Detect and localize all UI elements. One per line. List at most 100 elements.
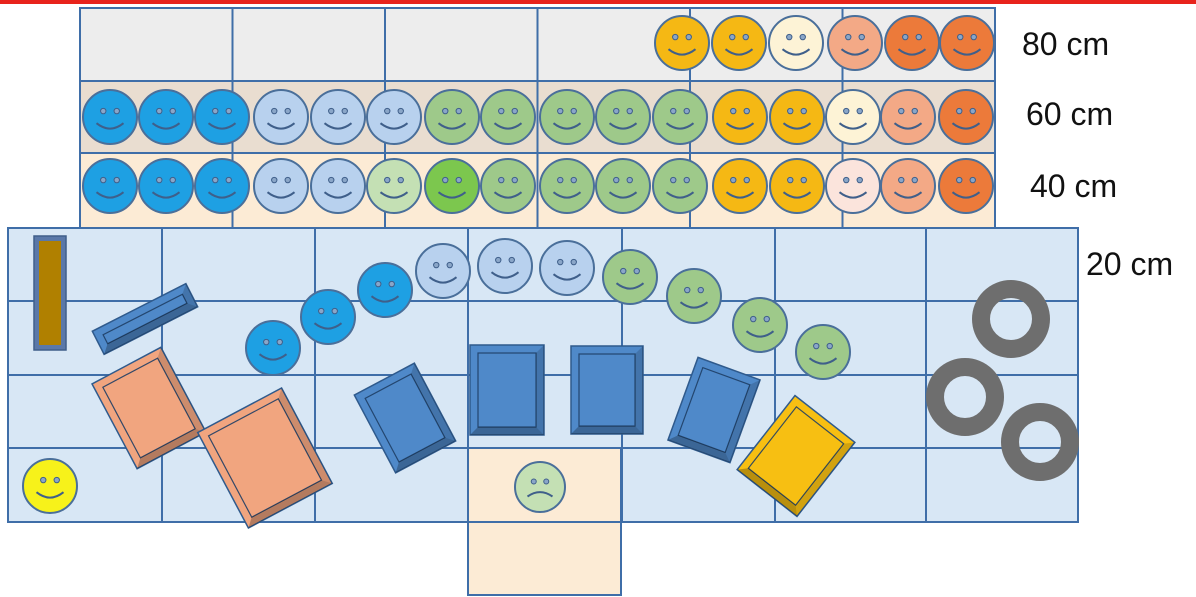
smiley-eye xyxy=(730,34,735,39)
smiley-40cm xyxy=(826,159,880,213)
smiley-60cm xyxy=(311,90,365,144)
smiley-eye xyxy=(621,268,626,273)
smiley-60cm xyxy=(713,90,767,144)
smiley-eye xyxy=(627,108,632,113)
smiley-eye xyxy=(814,343,819,348)
smiley-20cm xyxy=(358,263,412,317)
smiley-eye xyxy=(764,316,769,321)
smiley-20cm xyxy=(667,269,721,323)
smiley-eye xyxy=(912,177,917,182)
smiley-eye xyxy=(971,34,976,39)
smiley-40cm xyxy=(713,159,767,213)
smiley-eye xyxy=(398,108,403,113)
smiley-eye xyxy=(443,108,448,113)
smiley-eye xyxy=(170,177,175,182)
podium-lower xyxy=(468,522,621,595)
smiley-eye xyxy=(332,308,337,313)
smiley-eye xyxy=(101,177,106,182)
box-inner xyxy=(478,353,536,427)
smiley-eye xyxy=(912,108,917,113)
smiley-eye xyxy=(800,34,805,39)
smiley-60cm xyxy=(939,90,993,144)
smiley-eye xyxy=(957,177,962,182)
smiley-eye xyxy=(213,108,218,113)
smiley-eye xyxy=(857,108,862,113)
smiley-face xyxy=(540,159,594,213)
box-shade-side xyxy=(536,345,544,435)
smiley-80cm xyxy=(940,16,994,70)
smiley-eye xyxy=(857,177,862,182)
smiley-40cm xyxy=(139,159,193,213)
cabinet-2 xyxy=(470,345,544,435)
smiley-face xyxy=(713,159,767,213)
smiley-eye xyxy=(671,177,676,182)
smiley-80cm xyxy=(712,16,766,70)
smiley-eye xyxy=(41,477,46,482)
smiley-eye xyxy=(558,108,563,113)
smiley-40cm xyxy=(425,159,479,213)
smiley-face xyxy=(425,159,479,213)
smiley-eye xyxy=(627,177,632,182)
smiley-40cm xyxy=(939,159,993,213)
smiley-eye xyxy=(512,177,517,182)
smiley-eye xyxy=(634,268,639,273)
smiley-eye xyxy=(899,177,904,182)
smiley-eye xyxy=(788,177,793,182)
smiley-eye xyxy=(846,34,851,39)
smiley-face xyxy=(540,241,594,295)
smiley-eye xyxy=(970,177,975,182)
smiley-face xyxy=(769,16,823,70)
smiley-face xyxy=(358,263,412,317)
smiley-40cm xyxy=(254,159,308,213)
smiley-eye xyxy=(698,287,703,292)
smiley-face xyxy=(596,90,650,144)
smiley-20cm xyxy=(416,244,470,298)
smiley-front xyxy=(515,462,565,512)
smiley-eye xyxy=(226,108,231,113)
smiley-60cm xyxy=(481,90,535,144)
smiley-face xyxy=(603,250,657,304)
smiley-eye xyxy=(54,477,59,482)
smiley-face xyxy=(254,159,308,213)
smiley-80cm xyxy=(885,16,939,70)
smiley-face xyxy=(796,325,850,379)
smiley-60cm xyxy=(826,90,880,144)
smiley-eye xyxy=(499,177,504,182)
smiley-40cm xyxy=(653,159,707,213)
smiley-face xyxy=(481,159,535,213)
smiley-eye xyxy=(272,108,277,113)
smiley-eye xyxy=(743,34,748,39)
smiley-20cm xyxy=(733,298,787,352)
smiley-eye xyxy=(614,108,619,113)
smiley-face xyxy=(653,159,707,213)
smiley-face xyxy=(83,159,137,213)
smiley-eye xyxy=(844,108,849,113)
smiley-eye xyxy=(751,316,756,321)
smiley-eye xyxy=(329,177,334,182)
smiley-eye xyxy=(447,262,452,267)
smiley-face xyxy=(826,159,880,213)
smiley-face xyxy=(713,90,767,144)
smiley-20cm xyxy=(246,321,300,375)
smiley-eye xyxy=(264,339,269,344)
smiley-40cm xyxy=(311,159,365,213)
smiley-eye xyxy=(787,34,792,39)
smiley-eye xyxy=(285,108,290,113)
smiley-eye xyxy=(801,108,806,113)
smiley-eye xyxy=(684,108,689,113)
smiley-face xyxy=(254,90,308,144)
smiley-face xyxy=(828,16,882,70)
smiley-eye xyxy=(114,108,119,113)
smiley-face xyxy=(139,159,193,213)
smiley-60cm xyxy=(653,90,707,144)
smiley-eye xyxy=(512,108,517,113)
smiley-60cm xyxy=(596,90,650,144)
smiley-eye xyxy=(686,34,691,39)
smiley-eye xyxy=(957,108,962,113)
smiley-eye xyxy=(531,479,536,484)
smiley-eye xyxy=(571,177,576,182)
smiley-eye xyxy=(571,259,576,264)
smiley-face xyxy=(712,16,766,70)
smiley-eye xyxy=(744,177,749,182)
